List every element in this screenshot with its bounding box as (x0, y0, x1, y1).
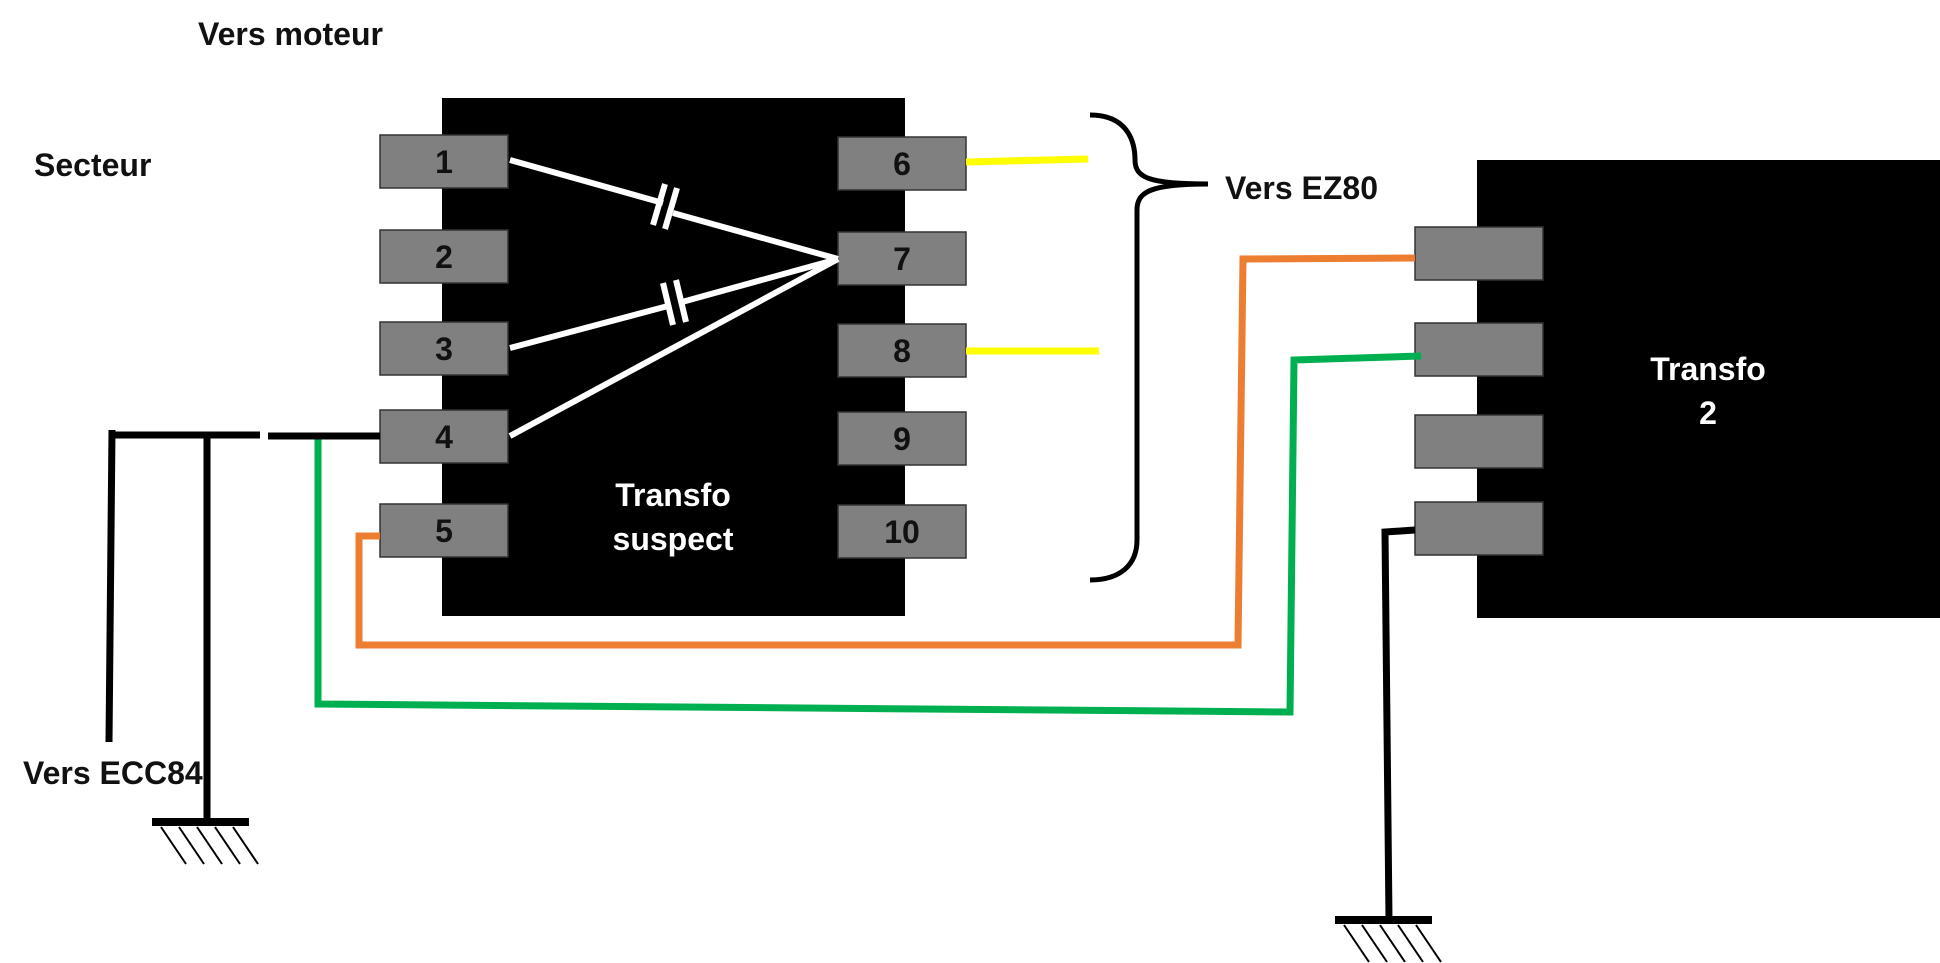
pin-6: 6 (837, 136, 967, 191)
label-vers-ecc84: Vers ECC84 (23, 755, 203, 791)
pin-7: 7 (837, 231, 967, 286)
transfo2-pin-3 (1414, 414, 1544, 469)
pin-8: 8 (837, 323, 967, 378)
pin-5: 5 (379, 503, 509, 558)
pin-4-label: 4 (435, 419, 453, 455)
capacitor-3-7-icon (660, 279, 689, 326)
ground-left-icon (152, 818, 259, 865)
pin-6-label: 6 (893, 146, 911, 182)
winding-4-7 (508, 256, 840, 439)
transfo-suspect-body (442, 98, 905, 616)
transfo2-pin-2 (1414, 322, 1544, 377)
pin-1-label: 1 (435, 144, 453, 180)
pin-3-label: 3 (435, 331, 453, 367)
pin-4: 4 (379, 409, 509, 464)
label-secteur: Secteur (34, 147, 151, 183)
label-vers-moteur: Vers moteur (198, 16, 383, 52)
pin-10: 10 (837, 504, 967, 559)
pin-2: 2 (379, 229, 509, 284)
label-vers-ez80: Vers EZ80 (1225, 170, 1378, 206)
pin-9: 9 (837, 411, 967, 466)
pin-8-label: 8 (893, 333, 911, 369)
wire-pin6-yellow (965, 155, 1089, 166)
transfo-2-label-line1: Transfo (1650, 351, 1766, 387)
transfo2-pin-1 (1414, 226, 1544, 281)
capacitor-1-7-icon (650, 183, 680, 230)
winding-1-7 (509, 157, 839, 262)
transfo-2-body (1477, 160, 1940, 618)
pin-9-label: 9 (893, 421, 911, 457)
pin-5-label: 5 (435, 513, 453, 549)
winding-3-7 (509, 256, 839, 351)
wire-green (314, 352, 1422, 716)
brace-ez80 (1089, 112, 1209, 583)
wire-black-left (105, 429, 380, 822)
ground-right-icon (1335, 916, 1442, 963)
wire-orange (355, 254, 1416, 649)
pin-1: 1 (379, 134, 509, 189)
wire-black-transfo2 (1381, 526, 1416, 921)
transfo-suspect-label-line2: suspect (613, 521, 734, 557)
transfo2-pin-4 (1414, 501, 1544, 556)
pin-10-label: 10 (884, 514, 920, 550)
pin-2-label: 2 (435, 239, 453, 275)
pin-3: 3 (379, 321, 509, 376)
transfo-suspect-label-line1: Transfo (615, 477, 731, 513)
pin-7-label: 7 (893, 241, 911, 277)
transfo-2-label-line2: 2 (1699, 395, 1717, 431)
